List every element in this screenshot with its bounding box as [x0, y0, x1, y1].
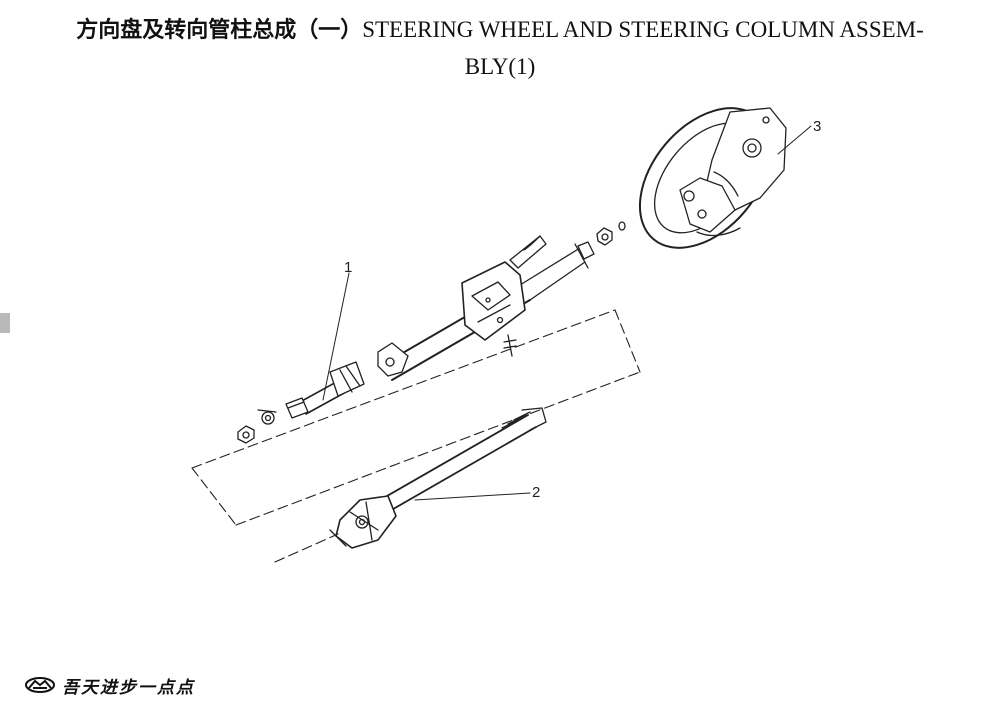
callout-1: 1: [344, 259, 352, 276]
steering-column: [237, 235, 595, 444]
title-english-line1: STEERING WHEEL AND STEERING COLUMN ASSEM…: [362, 17, 924, 42]
callout-leaders: [322, 125, 812, 501]
wheel-nut: [596, 221, 626, 246]
callout-2: 2: [532, 484, 540, 501]
assembly-guide-lines: [191, 309, 641, 563]
intermediate-shaft: [329, 407, 547, 549]
footer-brand: 吾天进步一点点: [24, 670, 195, 700]
car-brand-logo-icon: [25, 677, 55, 693]
brand-slogan: 吾天进步一点点: [62, 677, 195, 698]
page-edge-tab: [0, 313, 10, 333]
title-english-line2: BLY(1): [464, 54, 536, 79]
page-title: 方向盘及转向管柱总成（一）STEERING WHEEL AND STEERING…: [0, 12, 1000, 85]
title-chinese: 方向盘及转向管柱总成（一）: [76, 18, 363, 43]
callout-3: 3: [813, 118, 821, 135]
steering-wheel: [638, 107, 787, 249]
